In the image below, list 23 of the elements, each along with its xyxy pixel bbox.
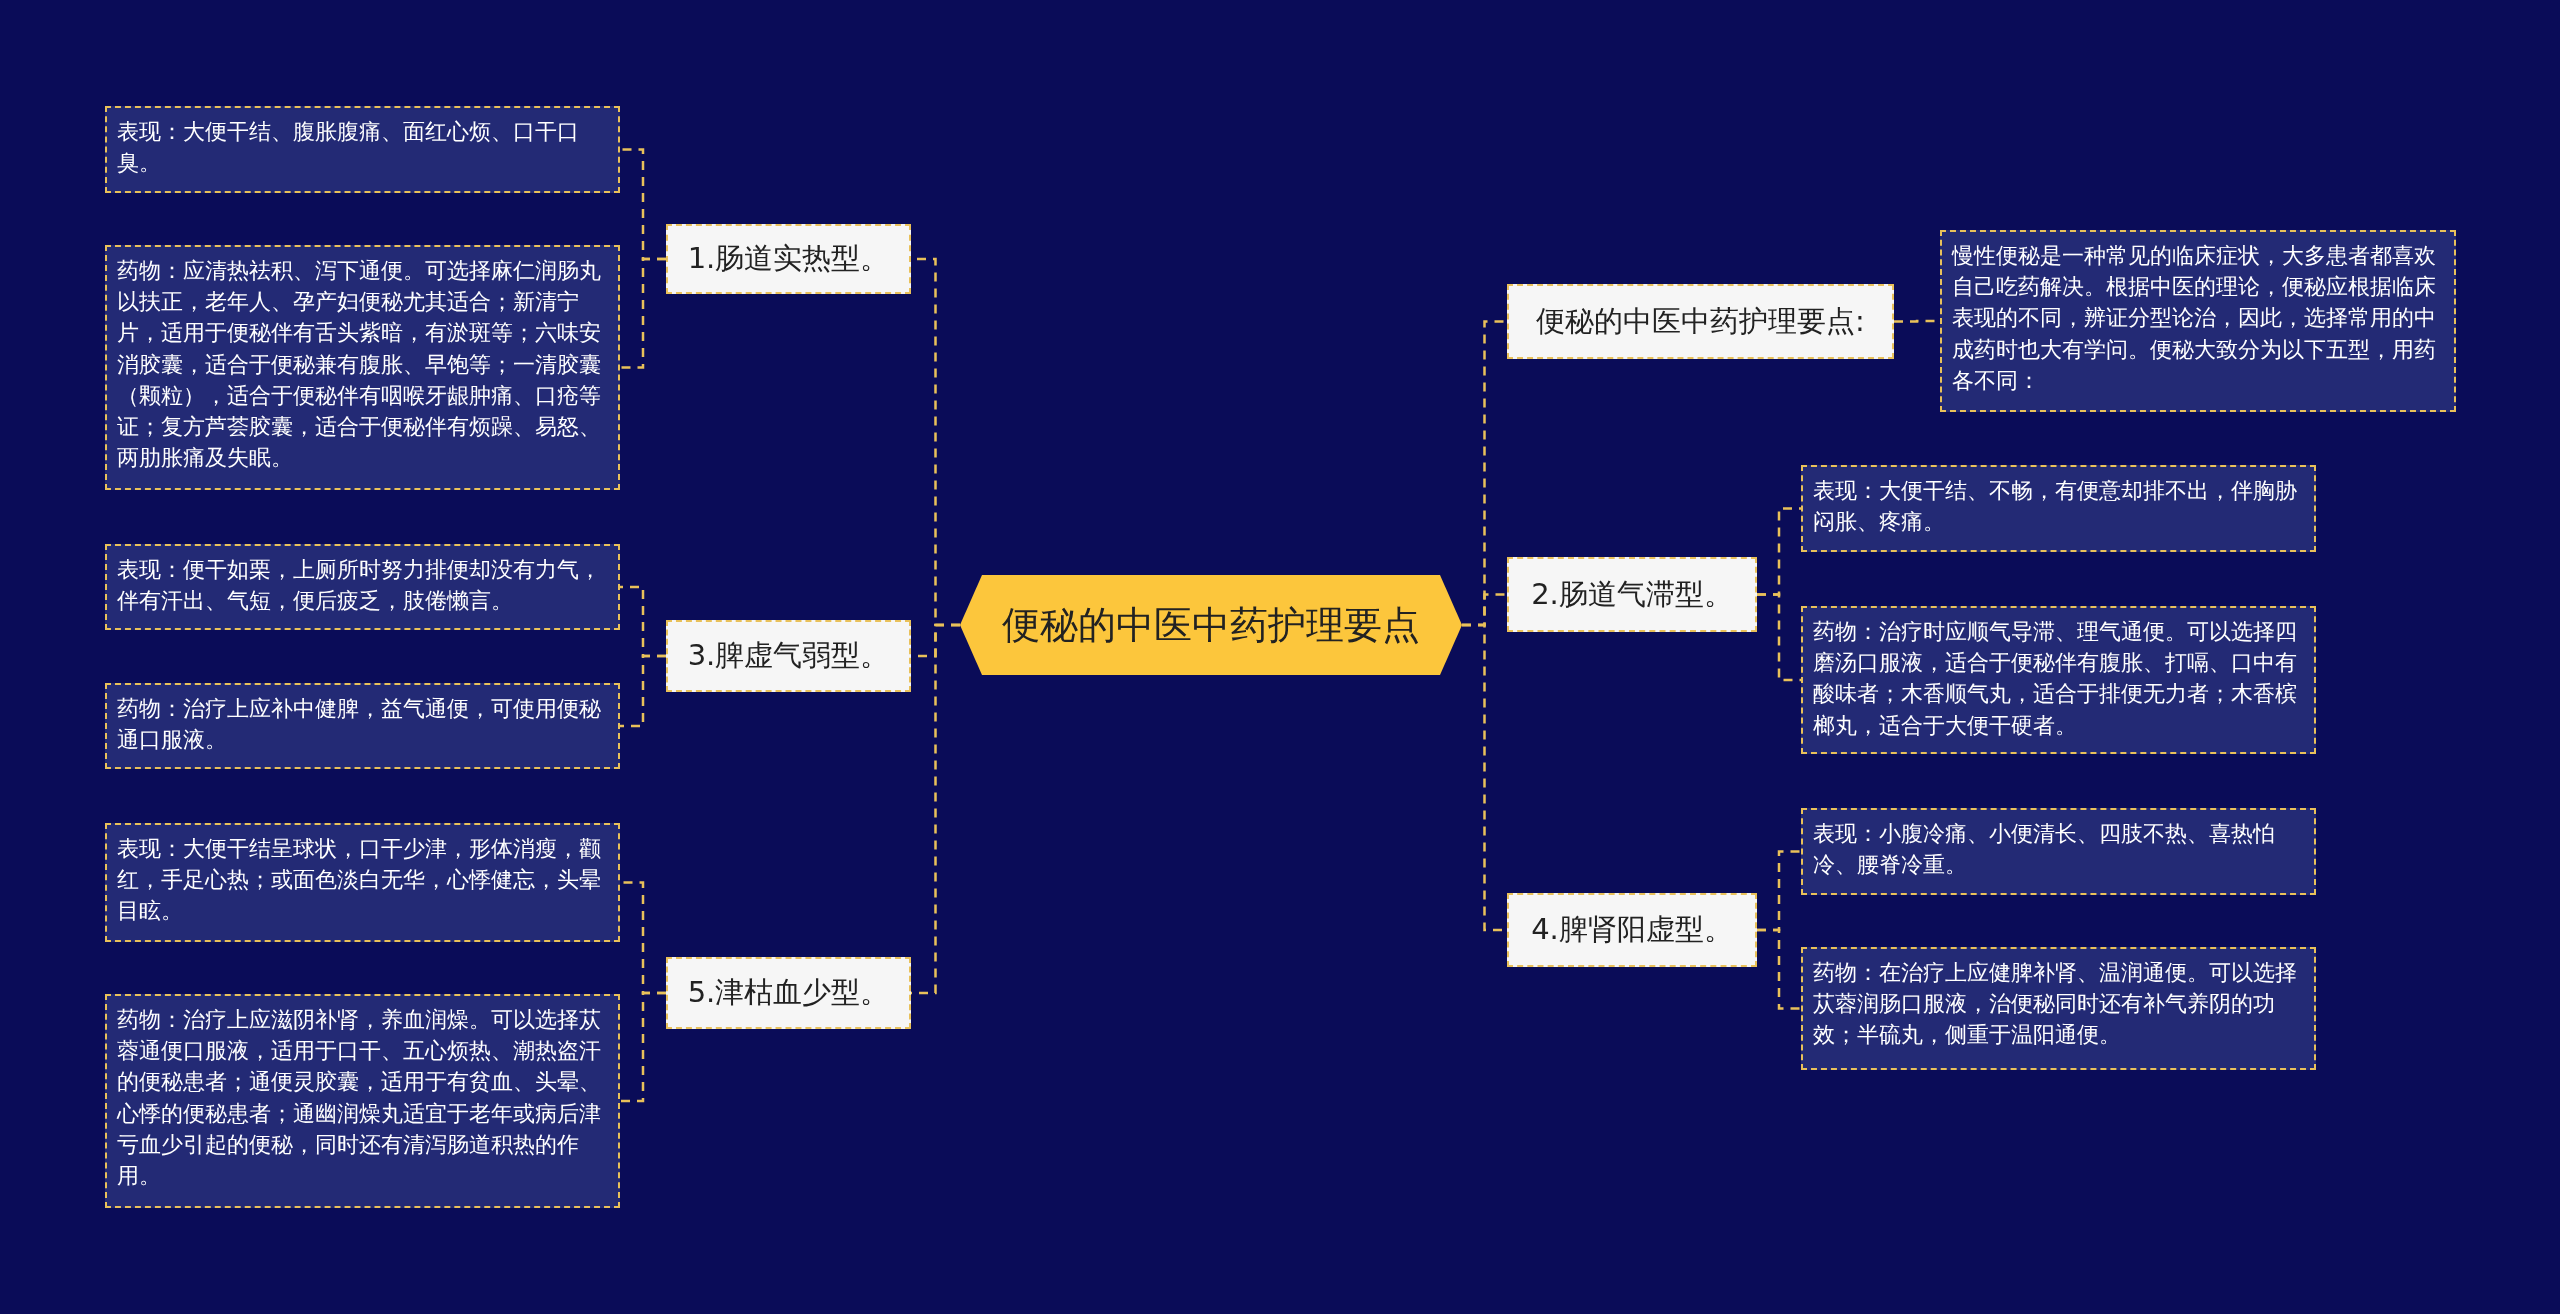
note-box: 表现：大便干结、腹胀腹痛、面红心烦、口干口臭。 — [105, 106, 620, 193]
note-box: 药物：应清热祛积、泻下通便。可选择麻仁润肠丸以扶正，老年人、孕产妇便秘尤其适合；新清宁片，适用于便秘伴有舌头紫暗，有淤斑等；六味安消胶囊，适合于便秘兼有腹胀、早饱等；一清胶囊（颗粒），适合于便秘伴有咽喉牙龈肿痛、口疮等证；复方芦荟胶囊，适合于便秘伴有烦躁、易怒、两肋胀痛及失眠。 — [105, 245, 620, 490]
connector-line — [620, 654, 666, 728]
topic-hexagon: 便秘的中医中药护理要点 — [960, 575, 1462, 675]
connector-line — [1757, 593, 1801, 682]
topic-box: 便秘的中医中药护理要点: — [1507, 284, 1894, 359]
topic-box: 2.肠道气滞型。 — [1507, 557, 1757, 632]
note-box: 药物：治疗时应顺气导滞、理气通便。可以选择四磨汤口服液，适合于便秘伴有腹胀、打嗝、口中有酸味者；木香顺气丸，适合于排便无力者；木香槟榔丸，适合于大便干硬者。 — [1801, 606, 2316, 754]
note-box: 表现：便干如栗，上厕所时努力排便却没有力气，伴有汗出、气短，便后疲乏，肢倦懒言。 — [105, 544, 620, 630]
topic-box: 4.脾肾阳虚型。 — [1507, 893, 1757, 967]
note-box: 慢性便秘是一种常见的临床症状，大多患者都喜欢自己吃药解决。根据中医的理论，便秘应根据临床表现的不同，辨证分型论治，因此，选择常用的中成药时也大有学问。便秘大致分为以下五型，用药各不同： — [1940, 230, 2456, 412]
connector-line — [1757, 928, 1801, 1010]
topic-box: 5.津枯血少型。 — [666, 957, 911, 1029]
note-box: 表现：大便干结呈球状，口干少津，形体消瘦，颧红，手足心热；或面色淡白无华，心悸健忘，头晕目眩。 — [105, 823, 620, 942]
topic-box: 1.肠道实热型。 — [666, 224, 911, 294]
topic-box: 3.脾虚气弱型。 — [666, 620, 911, 692]
note-box: 药物：治疗上应补中健脾，益气通便，可使用便秘通口服液。 — [105, 683, 620, 769]
note-box: 药物：治疗上应滋阴补肾，养血润燥。可以选择苁蓉通便口服液，适用于口干、五心烦热、潮热盗汗的便秘患者；通便灵胶囊，适用于有贫血、头晕、心悸的便秘患者；通幽润燥丸适宜于老年或病后津亏血少引起的便秘，同时还有清泻肠道积热的作用。 — [105, 994, 620, 1208]
note-box: 药物：在治疗上应健脾补肾、温润通便。可以选择苁蓉润肠口服液，治便秘同时还有补气养阴的功效；半硫丸，侧重于温阳通便。 — [1801, 947, 2316, 1070]
note-box: 表现：大便干结、不畅，有便意却排不出，伴胸胁闷胀、疼痛。 — [1801, 465, 2316, 552]
connector-line — [620, 257, 666, 369]
connector-line — [620, 991, 666, 1103]
note-box: 表现：小腹冷痛、小便清长、四肢不热、喜热怕冷、腰脊冷重。 — [1801, 808, 2316, 895]
